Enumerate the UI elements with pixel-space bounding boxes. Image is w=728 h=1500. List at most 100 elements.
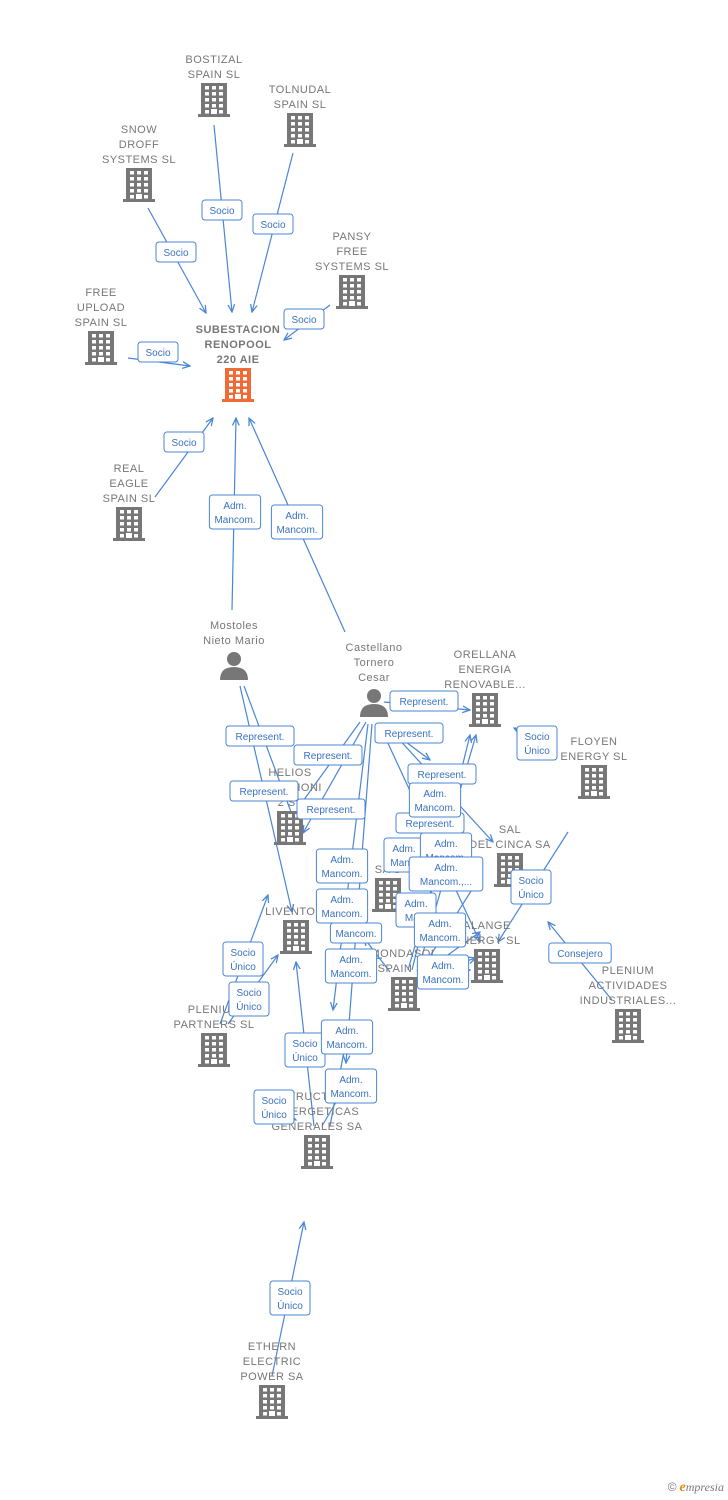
node-label: ENERGETICAS xyxy=(275,1106,359,1118)
edge-label-2[interactable]: Socio xyxy=(155,241,197,263)
edge-label-text: Adm. xyxy=(431,961,454,972)
edge-label-text: Represent. xyxy=(307,805,356,816)
edge-label-14[interactable]: Represent. xyxy=(407,763,477,785)
edge-label-17[interactable]: Adm.Mancom. xyxy=(315,888,369,924)
edge-label-text: Socio xyxy=(209,206,234,217)
edge-label-text: Adm. xyxy=(423,789,446,800)
node-label: ENERGY SL xyxy=(560,751,627,763)
edge-label-4[interactable]: Socio xyxy=(137,341,179,363)
edge-label-0[interactable]: Socio xyxy=(201,199,243,221)
node-orellana[interactable]: ORELLANAENERGIARENOVABLE... xyxy=(444,649,526,727)
person-icon xyxy=(360,689,388,717)
edge-label-19[interactable]: Adm.Mancom. xyxy=(408,782,462,818)
node-label: ACTIVIDADES xyxy=(589,980,668,992)
building-icon xyxy=(612,1009,644,1043)
node-label: ETHERN xyxy=(248,1341,296,1353)
node-plenium_p[interactable]: PLENIUM PARTNERS SL xyxy=(174,1004,255,1067)
logo-name: mpresia xyxy=(685,1480,724,1494)
edge-label-text: Adm. xyxy=(339,1075,362,1086)
edge-label-13[interactable]: Represent. xyxy=(374,722,444,744)
edge-label-24[interactable]: Adm.Mancom. xyxy=(413,912,467,948)
copyright-symbol: © xyxy=(667,1480,677,1494)
node-label: 220 AIE xyxy=(217,354,260,366)
node-label: PLENIUM xyxy=(188,1004,240,1016)
node-label: ORELLANA xyxy=(454,649,517,661)
node-label: Cesar xyxy=(358,672,390,684)
edge-label-22[interactable]: Adm.Mancom.,... xyxy=(408,856,484,892)
edge-label-34[interactable]: Consejero xyxy=(548,942,612,964)
edge-label-8[interactable]: Represent. xyxy=(225,725,295,747)
node-label: Nieto Mario xyxy=(203,635,265,647)
edge-label-9[interactable]: Represent. xyxy=(229,780,299,802)
edge-label-text: Manc. xyxy=(390,858,417,869)
edge-label-3[interactable]: Socio xyxy=(283,308,325,330)
empresia-logo[interactable]: ©empresia xyxy=(668,1480,724,1496)
edge-label-18[interactable]: Mancom. xyxy=(329,922,383,944)
building-icon xyxy=(578,765,610,799)
edge-label-text: Mancom. xyxy=(335,929,376,940)
edge-label-text: Mancom. xyxy=(419,933,460,944)
edge-label-12[interactable]: Represent. xyxy=(389,690,459,712)
edge-label-text: Mancom. xyxy=(321,909,362,920)
edge-labels-layer: SocioSocioSocioSocioSocioSocioAdm.Mancom… xyxy=(137,199,612,1316)
edge-label-6[interactable]: Adm.Mancom. xyxy=(208,494,262,530)
building-icon xyxy=(388,977,420,1011)
edge-label-26[interactable]: Adm.Mancom. xyxy=(324,948,378,984)
node-label: BOSTIZAL xyxy=(185,54,242,66)
edge-label-text: Adm. xyxy=(339,955,362,966)
node-label: ALANGE xyxy=(463,920,511,932)
edge-label-text: Represent. xyxy=(385,729,434,740)
node-label: EAGLE xyxy=(109,478,148,490)
edge-label-text: Adm. xyxy=(223,501,246,512)
edge-label-10[interactable]: Represent. xyxy=(293,744,363,766)
node-label: GENERALES SA xyxy=(272,1121,363,1133)
edge-label-29[interactable]: Adm.Mancom. xyxy=(324,1068,378,1104)
edge-label-11[interactable]: Represent. xyxy=(296,798,366,820)
node-label: REAL xyxy=(114,463,145,475)
node-label: SUBESTACION xyxy=(196,324,281,336)
edge-label-16[interactable]: Adm.Mancom. xyxy=(315,848,369,884)
building-icon xyxy=(284,113,316,147)
edge-label-text: Socio xyxy=(261,1096,286,1107)
node-livento[interactable]: LIVENTO S xyxy=(265,906,327,954)
edge-label-7[interactable]: Adm.Mancom. xyxy=(270,504,324,540)
edge-label-text: Único xyxy=(524,744,550,757)
node-label: RENOVABLE... xyxy=(444,679,526,691)
node-label: SPAIN SL xyxy=(103,493,156,505)
edge-label-text: Socio xyxy=(145,348,170,359)
edge-label-25[interactable]: Adm.Mancom. xyxy=(416,954,470,990)
node-realeagle[interactable]: REAL EAGLE SPAIN SL xyxy=(103,463,156,541)
edge-label-text: Adm. xyxy=(330,855,353,866)
edge-label-text: Consejero xyxy=(557,949,603,960)
edge-label-28[interactable]: Adm.Mancom. xyxy=(320,1019,374,1055)
edge-label-1[interactable]: Socio xyxy=(252,213,294,235)
node-label: PARTNERS SL xyxy=(174,1019,255,1031)
node-plenium_a[interactable]: PLENIUMACTIVIDADESINDUSTRIALES... xyxy=(580,965,677,1043)
building-icon xyxy=(471,949,503,983)
edge-label-text: Socio xyxy=(171,438,196,449)
edge-label-5[interactable]: Socio xyxy=(163,431,205,453)
edge-label-text: Mancom. xyxy=(326,1040,367,1051)
node-label: Castellano xyxy=(346,642,403,654)
